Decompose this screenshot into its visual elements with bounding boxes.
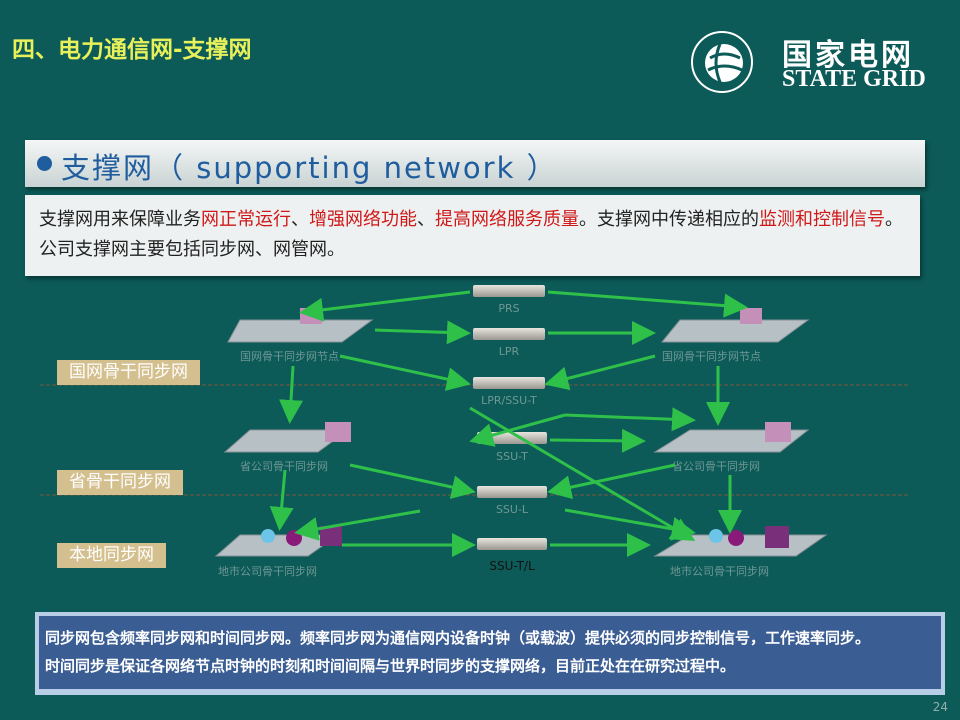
desc-text: 、 [291,209,309,230]
device-label: LPR/SSU-T [481,394,537,407]
device-label: SSU-T/L [489,559,535,573]
platform-national-right [660,319,810,343]
description-box: 支撑网用来保障业务网正常运行、增强网络功能、提高网络服务质量。支撑网中传递相应的… [25,195,920,276]
page-number: 24 [932,700,948,714]
node-label: 地市公司骨干同步网 [218,564,317,578]
node-label: 国网骨干同步网节点 [662,350,761,363]
platform-national-left [227,319,374,343]
logo-text-cn: 国家电网 [782,38,914,73]
state-grid-logo [691,31,753,93]
node-label: 国网骨干同步网节点 [240,350,339,363]
desc-highlight: 增强网络功能 [309,209,417,230]
platform-local-left [214,534,340,557]
desc-highlight: 网正常运行 [201,209,291,230]
device-label: SSU-L [496,503,529,516]
note-line: 同步网包含频率同步网和时间同步网。频率同步网为通信网内设备时钟（或载波）提供必须… [45,629,871,647]
desc-text: 支撑网用来保障业务 [39,209,201,230]
desc-text: 。公司支撑网主要包括同步网、网管网。 [39,209,903,260]
node-label: 省公司骨干同步网 [240,460,328,473]
desc-text: 、 [417,209,435,230]
device-label: LPR [499,345,520,358]
slide-title: 四、电力通信网-支撑网 [12,37,252,63]
note-box: 同步网包含频率同步网和时间同步网。频率同步网为通信网内设备时钟（或载波）提供必须… [35,612,945,695]
section-banner: 支撑网（ supporting network ） [25,140,925,187]
logo-text-en: STATE GRID [782,66,926,92]
level-label-province: 省骨干同步网 [57,470,183,495]
node-label: 省公司骨干同步网 [672,460,760,473]
level-label-national: 国网骨干同步网 [57,360,200,385]
device-label: SSU-T [496,450,528,463]
banner-title: 支撑网（ supporting network ） [61,151,558,185]
platform-province-left [223,429,350,453]
desc-highlight: 监测和控制信号 [759,209,885,230]
level-label-local: 本地同步网 [57,543,166,568]
desc-highlight: 提高网络服务质量 [435,209,579,230]
sync-arrows [269,290,748,557]
bullet-icon [37,156,52,171]
note-line: 时间同步是保证各网络节点时钟的时刻和时间间隔与世界时同步的支撑网络，目前正处在在… [45,657,736,675]
network-platforms [214,319,828,557]
sync-network-diagram: PRS LPR LPR/SSU-T SSU-T SSU-L SSU-T/L 国网… [40,285,910,578]
clock-devices [473,285,547,550]
desc-text: 。支撑网中传递相应的 [579,209,759,230]
node-label: 地市公司骨干同步网 [670,564,769,578]
device-label: PRS [498,302,519,315]
